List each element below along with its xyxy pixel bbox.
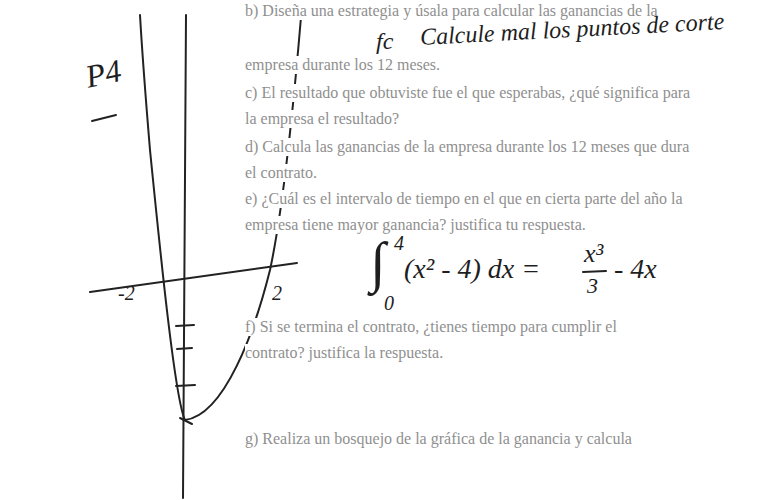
axis-tick xyxy=(176,385,195,386)
integral-limit: 4 xyxy=(394,232,404,254)
printed-question: contrato? justifica la respuesta. xyxy=(245,344,443,362)
printed-question: empresa durante los 12 meses. xyxy=(245,56,440,74)
printed-question: g) Realiza un bosquejo de la gráfica de … xyxy=(245,430,632,448)
printed-question: c) El resultado que obtuviste fue el que… xyxy=(245,84,690,102)
vertex-mark xyxy=(180,418,192,424)
printed-question: f) Si se termina el contrato, ¿tienes ti… xyxy=(245,318,617,336)
parabola-left-branch xyxy=(140,15,185,420)
underline xyxy=(92,115,116,121)
integral-sign: ∫ xyxy=(370,232,385,294)
printed-question: el contrato. xyxy=(245,164,317,182)
y-axis xyxy=(183,15,186,498)
axis-value: -2 xyxy=(118,282,135,304)
printed-question: d) Calcula las ganancias de la empresa d… xyxy=(245,138,689,156)
axis-tick xyxy=(176,325,194,326)
printed-question: la empresa el resultado? xyxy=(245,110,399,128)
printed-question: empresa tiene mayor ganancia? justifica … xyxy=(245,216,586,234)
problem-number: P4 xyxy=(82,53,124,95)
axis-value: 2 xyxy=(272,282,282,304)
integral-limit: 0 xyxy=(384,292,394,314)
axis-tick xyxy=(177,348,192,349)
handwritten-note: fc xyxy=(376,28,393,54)
integrand: (x² - 4) dx = xyxy=(404,254,540,285)
printed-question: e) ¿Cuál es el intervalo de tiempo en el… xyxy=(245,190,683,208)
fraction-bar xyxy=(583,271,606,272)
antiderivative-term: x³ xyxy=(584,240,603,269)
antiderivative-term: 3 xyxy=(587,274,598,298)
antiderivative-term: - 4x xyxy=(614,254,657,285)
